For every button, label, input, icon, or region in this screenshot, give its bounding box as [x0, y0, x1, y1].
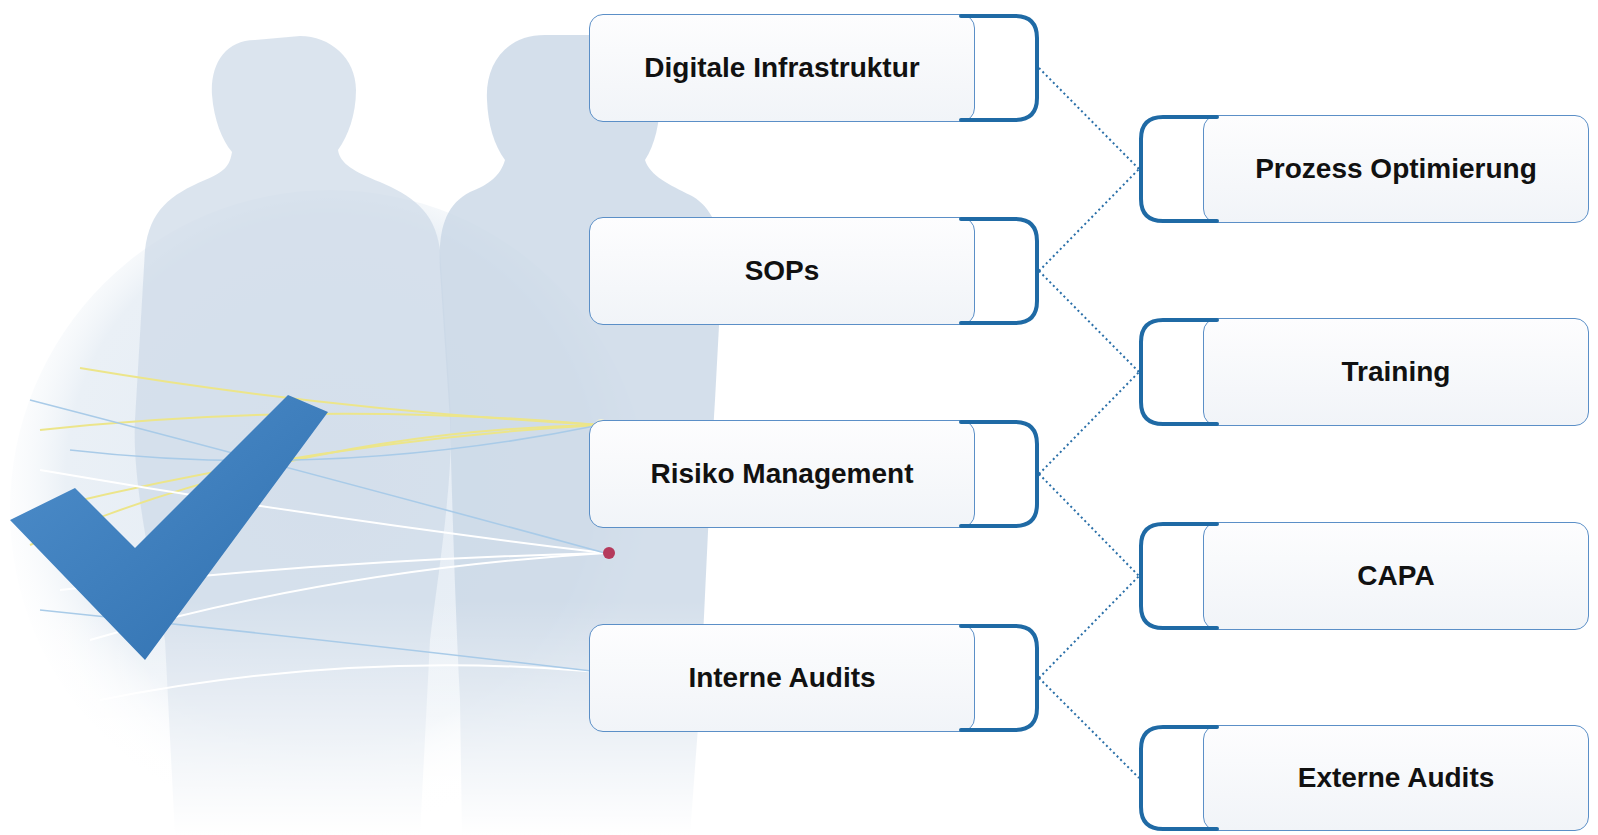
box-label: Risiko Management: [651, 457, 914, 491]
connector-line: [1039, 372, 1139, 474]
box-frame: Interne Audits: [589, 624, 975, 732]
dotted-connector: [1039, 68, 1139, 169]
process-box: Prozess Optimierung: [1139, 115, 1589, 223]
process-box: Externe Audits: [1139, 725, 1589, 831]
dotted-connector: [1039, 169, 1139, 271]
box-label: Interne Audits: [688, 661, 875, 695]
process-box: CAPA: [1139, 522, 1589, 630]
bracket-line: [1141, 117, 1217, 221]
bracket-line: [961, 219, 1037, 323]
connector-line: [1039, 576, 1139, 678]
box-frame: Risiko Management: [589, 420, 975, 528]
box-frame: Prozess Optimierung: [1203, 115, 1589, 223]
bracket: [1139, 725, 1217, 831]
connector-line: [1039, 68, 1139, 169]
bracket: [1139, 318, 1217, 426]
yellow-lines: [30, 368, 600, 545]
bracket-line: [1141, 524, 1217, 628]
box-label: Digitale Infrastruktur: [644, 51, 919, 85]
bracket: [961, 217, 1039, 325]
bracket: [961, 624, 1039, 732]
box-frame: CAPA: [1203, 522, 1589, 630]
box-frame: Training: [1203, 318, 1589, 426]
bracket-line: [961, 16, 1037, 120]
connector-line: [1039, 474, 1139, 576]
bracket: [1139, 115, 1217, 223]
connector-line: [1039, 169, 1139, 271]
bracket-line: [1141, 727, 1217, 829]
dotted-connector: [1039, 576, 1139, 678]
bracket: [961, 14, 1039, 122]
dotted-connector: [1039, 474, 1139, 576]
process-box: Training: [1139, 318, 1589, 426]
bracket-line: [961, 626, 1037, 730]
dotted-connector: [1039, 678, 1139, 778]
checkmark: [10, 395, 328, 660]
bracket: [1139, 522, 1217, 630]
box-label: Training: [1342, 355, 1451, 389]
box-frame: Externe Audits: [1203, 725, 1589, 831]
process-box: SOPs: [589, 217, 1039, 325]
connector-line: [1039, 271, 1139, 372]
box-label: Prozess Optimierung: [1255, 152, 1537, 186]
dotted-connector: [1039, 372, 1139, 474]
dot-red: [603, 547, 615, 559]
dotted-connector: [1039, 271, 1139, 372]
process-box: Risiko Management: [589, 420, 1039, 528]
connector-line: [1039, 678, 1139, 778]
process-box: Interne Audits: [589, 624, 1039, 732]
box-frame: SOPs: [589, 217, 975, 325]
box-frame: Digitale Infrastruktur: [589, 14, 975, 122]
bracket-line: [961, 422, 1037, 526]
bracket-line: [1141, 320, 1217, 424]
bracket: [961, 420, 1039, 528]
box-label: SOPs: [745, 254, 820, 288]
process-box: Digitale Infrastruktur: [589, 14, 1039, 122]
box-label: CAPA: [1357, 559, 1434, 593]
box-label: Externe Audits: [1298, 761, 1495, 795]
